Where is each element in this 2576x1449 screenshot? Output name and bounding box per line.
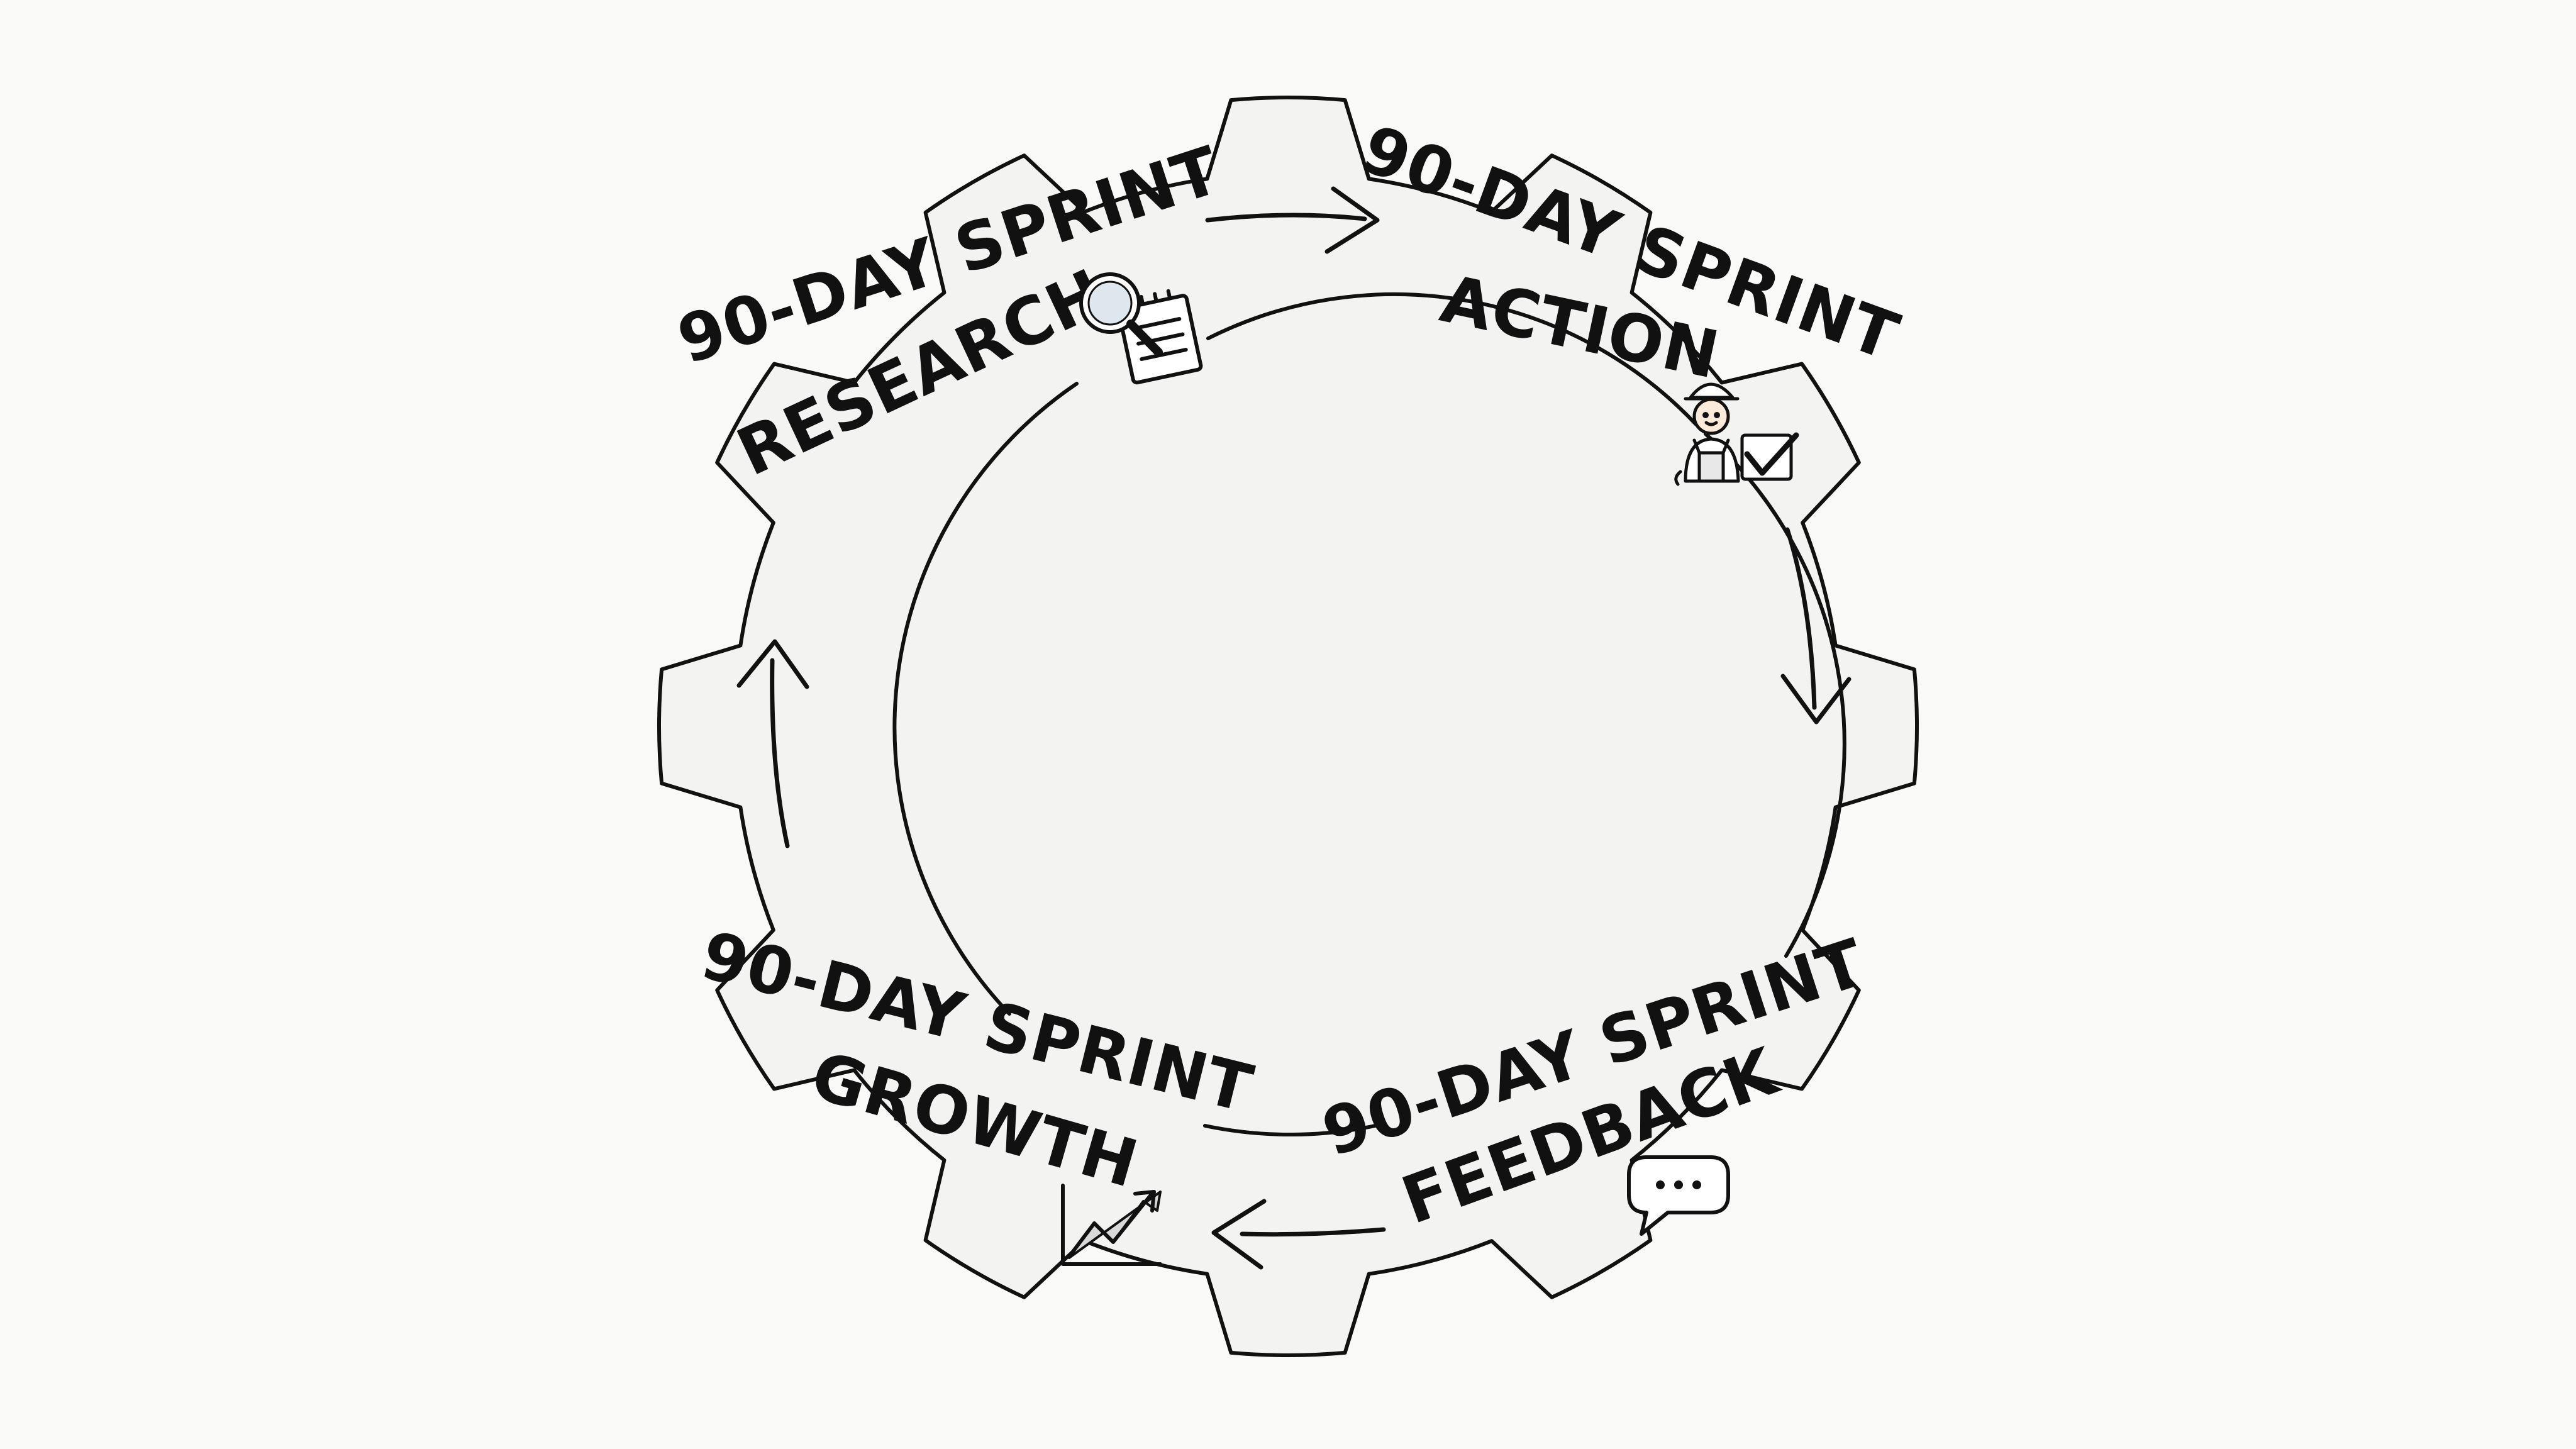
speech-bubble-icon [1627,1155,1730,1236]
arrow-feedback-to-growth [1211,1199,1386,1270]
inner-arc-right [1704,432,1846,958]
inner-arc-left [892,382,1079,1016]
gear-outline [657,96,1919,1357]
arrow-research-to-action [1205,186,1380,254]
inner-arc-top [1206,292,1698,426]
worker-checkbox-icon [1674,382,1799,486]
arrow-growth-to-research [736,639,809,848]
cycle-arrows [736,186,1852,1270]
inner-arc-bottom [1203,1123,1383,1137]
magnifier-notepad-icon [1079,272,1203,385]
arrow-action-to-feedback [1780,527,1852,724]
growth-chart-icon [1061,1184,1162,1266]
inner-ring [892,292,1846,1137]
